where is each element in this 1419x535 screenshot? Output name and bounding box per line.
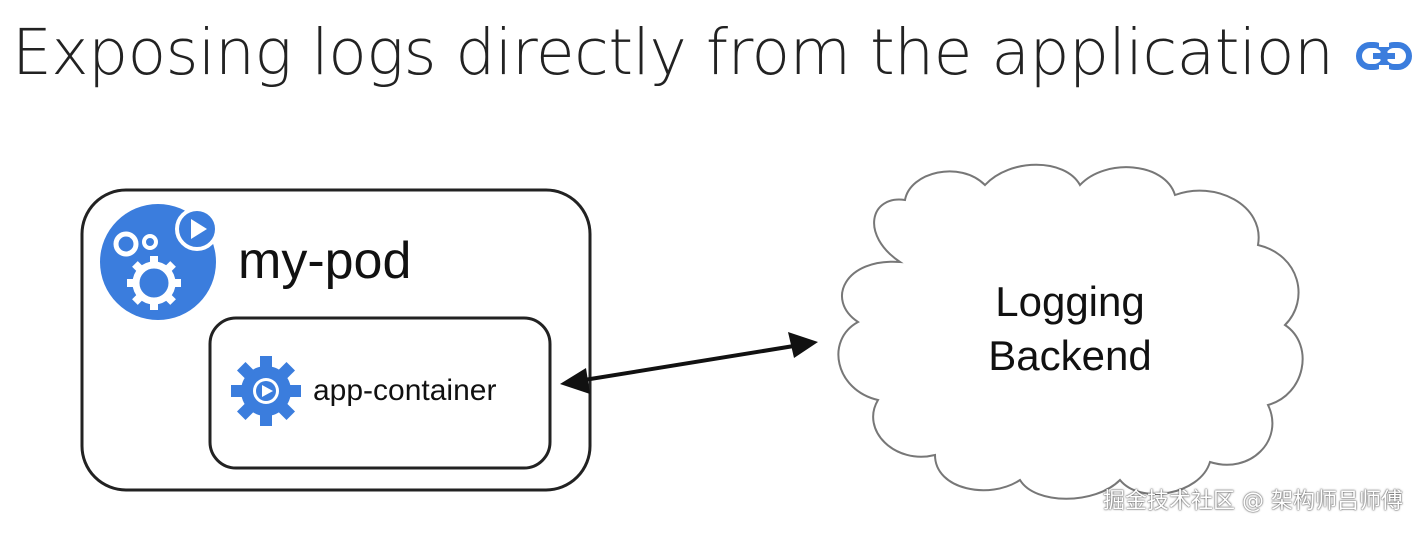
page-heading: Exposing logs directly from the applicat… <box>12 6 1413 98</box>
watermark: 掘金技术社区 @ 架构师吕师傅 <box>1103 489 1403 514</box>
backend-label-line1: Logging <box>995 278 1144 325</box>
backend-label-line2: Backend <box>988 332 1151 379</box>
pod-label: my-pod <box>238 232 411 290</box>
bidirectional-arrow <box>560 332 818 394</box>
pod-gears-icon <box>100 204 219 320</box>
container-label: app-container <box>313 374 496 407</box>
container-gear-icon <box>231 356 301 426</box>
container-box <box>208 316 552 470</box>
page-title: Exposing logs directly from the applicat… <box>12 15 1334 89</box>
link-icon[interactable] <box>1355 39 1413 73</box>
logging-backend-cloud <box>837 163 1304 500</box>
